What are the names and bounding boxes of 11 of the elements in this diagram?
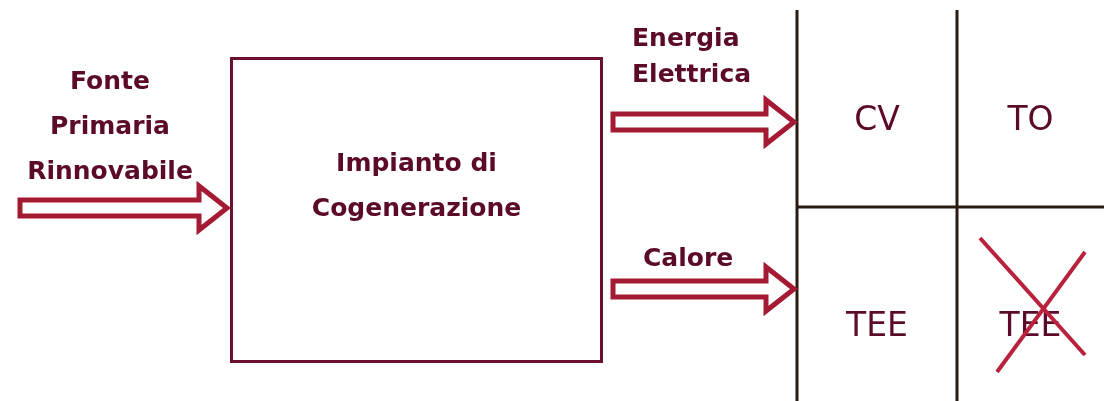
- edge-label: Calore: [643, 242, 735, 274]
- block-arrow: [17, 180, 232, 236]
- box-label: Impianto di Cogenerazione: [310, 147, 523, 224]
- block-arrow: [610, 94, 799, 150]
- cell-text: CV: [854, 98, 900, 138]
- process-box: [230, 57, 603, 363]
- source-text: Fonte Primaria Rinnovabile: [26, 65, 194, 187]
- edge-label: Energia Elettrica: [632, 22, 753, 90]
- block-arrow: [610, 261, 799, 317]
- cell-text: TO: [1007, 98, 1054, 138]
- cell-text: TEE: [846, 303, 908, 344]
